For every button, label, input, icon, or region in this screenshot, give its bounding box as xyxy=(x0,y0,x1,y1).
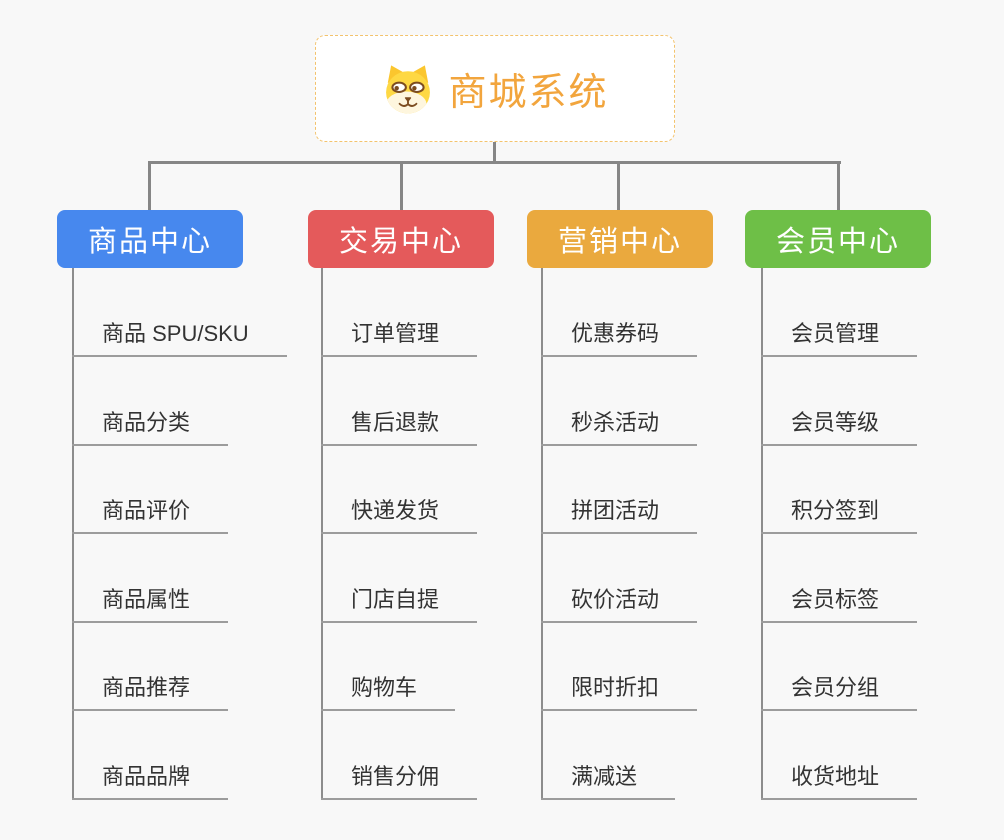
leaf-node-product-center-5[interactable]: 商品推荐 xyxy=(72,674,229,711)
connector-drop-trade-center xyxy=(400,161,403,210)
branch-line-trade-center xyxy=(321,268,323,800)
branch-box-product-center[interactable]: 商品中心 xyxy=(57,210,243,268)
leaf-node-member-center-4[interactable]: 会员标签 xyxy=(761,586,918,623)
leaf-node-trade-center-4[interactable]: 门店自提 xyxy=(321,586,478,623)
leaf-node-trade-center-5[interactable]: 购物车 xyxy=(321,674,456,711)
leaf-node-trade-center-3[interactable]: 快递发货 xyxy=(321,497,478,534)
leaf-node-trade-center-1[interactable]: 订单管理 xyxy=(321,320,478,357)
leaf-node-product-center-4[interactable]: 商品属性 xyxy=(72,586,229,623)
leaf-node-member-center-2[interactable]: 会员等级 xyxy=(761,409,918,446)
root-node[interactable]: 商城系统 xyxy=(315,35,675,142)
leaf-node-product-center-1[interactable]: 商品 SPU/SKU xyxy=(72,320,287,357)
leaf-node-product-center-2[interactable]: 商品分类 xyxy=(72,409,229,446)
branch-box-member-center[interactable]: 会员中心 xyxy=(745,210,931,268)
leaf-node-marketing-center-6[interactable]: 满减送 xyxy=(541,763,676,800)
leaf-node-marketing-center-2[interactable]: 秒杀活动 xyxy=(541,409,698,446)
branch-label-marketing-center: 营销中心 xyxy=(557,226,682,258)
leaf-node-product-center-3[interactable]: 商品评价 xyxy=(72,497,229,534)
connector-drop-product-center xyxy=(148,161,151,210)
leaf-node-member-center-1[interactable]: 会员管理 xyxy=(761,320,918,357)
connector-bus xyxy=(148,161,841,164)
leaf-node-product-center-6[interactable]: 商品品牌 xyxy=(72,763,229,800)
branch-box-marketing-center[interactable]: 营销中心 xyxy=(527,210,713,268)
connector-root-drop xyxy=(493,141,496,164)
leaf-node-marketing-center-1[interactable]: 优惠券码 xyxy=(541,320,698,357)
leaf-node-trade-center-6[interactable]: 销售分佣 xyxy=(321,763,478,800)
branch-line-member-center xyxy=(761,268,763,800)
branch-label-trade-center: 交易中心 xyxy=(338,226,463,258)
leaf-node-trade-center-2[interactable]: 售后退款 xyxy=(321,409,478,446)
branch-label-member-center: 会员中心 xyxy=(775,226,900,258)
branch-box-trade-center[interactable]: 交易中心 xyxy=(308,210,494,268)
leaf-node-member-center-5[interactable]: 会员分组 xyxy=(761,674,918,711)
leaf-node-member-center-3[interactable]: 积分签到 xyxy=(761,497,918,534)
connector-drop-member-center xyxy=(837,161,840,210)
connector-drop-marketing-center xyxy=(617,161,620,210)
doge-icon xyxy=(381,62,435,116)
branch-label-product-center: 商品中心 xyxy=(87,226,212,258)
root-title: 商城系统 xyxy=(448,72,609,114)
leaf-node-member-center-6[interactable]: 收货地址 xyxy=(761,763,918,800)
leaf-node-marketing-center-4[interactable]: 砍价活动 xyxy=(541,586,698,623)
branch-line-product-center xyxy=(72,268,74,800)
branch-line-marketing-center xyxy=(541,268,543,800)
leaf-node-marketing-center-3[interactable]: 拼团活动 xyxy=(541,497,698,534)
leaf-node-marketing-center-5[interactable]: 限时折扣 xyxy=(541,674,698,711)
